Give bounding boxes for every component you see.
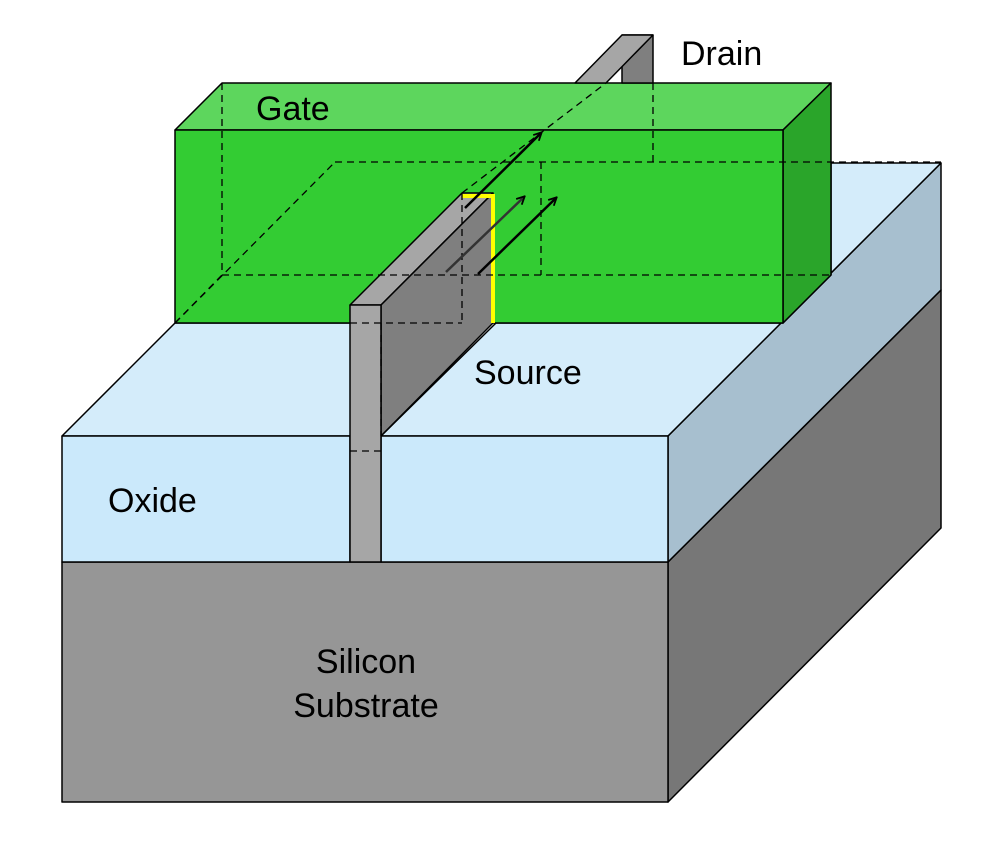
gate-label: Gate (256, 90, 330, 128)
current-arrow-middle (445, 197, 524, 273)
current-arrow-bottom (477, 198, 556, 275)
substrate-front-face (61, 561, 669, 803)
channel-highlight (462, 194, 495, 323)
oxide-front-right (380, 435, 669, 563)
oxide-front-left (61, 435, 351, 563)
fin-front-face (349, 304, 382, 563)
oxide-top-left (61, 322, 382, 437)
substrate-label-line2: Substrate (293, 687, 439, 725)
oxide-label: Oxide (108, 482, 197, 520)
source-label: Source (474, 354, 582, 392)
fin-drain-top (574, 34, 654, 84)
fin-drain-end (574, 34, 654, 84)
silicon-substrate (61, 289, 942, 803)
current-arrow-top (464, 133, 541, 209)
substrate-label-line1: Silicon (316, 643, 416, 681)
drain-label: Drain (681, 35, 762, 73)
current-flow-arrows (445, 133, 556, 275)
